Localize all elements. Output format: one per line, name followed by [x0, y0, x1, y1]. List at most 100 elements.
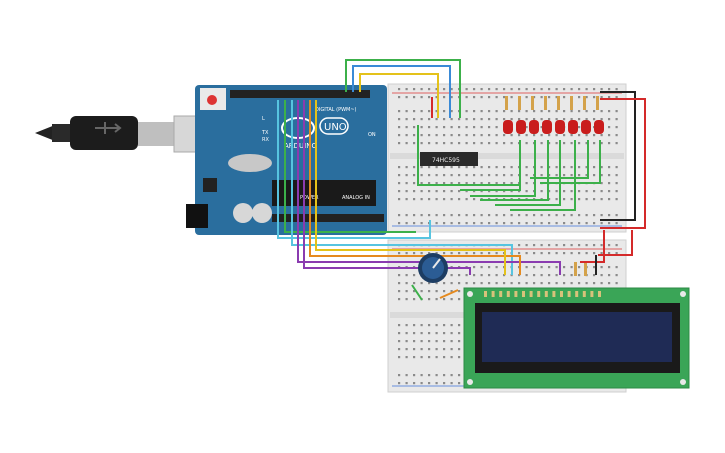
lcd-pin[interactable]: [552, 291, 556, 297]
breadboard-hole[interactable]: [525, 190, 528, 193]
breadboard-hole[interactable]: [428, 348, 431, 351]
breadboard-hole[interactable]: [405, 110, 408, 113]
breadboard-hole[interactable]: [608, 214, 611, 217]
breadboard-hole[interactable]: [555, 282, 558, 285]
breadboard-hole[interactable]: [593, 190, 596, 193]
breadboard-hole[interactable]: [450, 382, 453, 385]
potentiometer[interactable]: [418, 253, 448, 283]
breadboard-hole[interactable]: [495, 126, 498, 129]
breadboard-hole[interactable]: [548, 190, 551, 193]
breadboard-hole[interactable]: [503, 134, 506, 137]
breadboard-hole[interactable]: [405, 332, 408, 335]
breadboard-hole[interactable]: [465, 282, 468, 285]
breadboard-hole[interactable]: [488, 274, 491, 277]
breadboard-hole[interactable]: [458, 332, 461, 335]
breadboard-hole[interactable]: [570, 282, 573, 285]
breadboard-hole[interactable]: [450, 274, 453, 277]
breadboard-hole[interactable]: [600, 88, 603, 91]
breadboard-hole[interactable]: [465, 134, 468, 137]
breadboard-hole[interactable]: [570, 110, 573, 113]
breadboard-hole[interactable]: [608, 96, 611, 99]
breadboard-hole[interactable]: [488, 252, 491, 255]
breadboard-hole[interactable]: [510, 134, 513, 137]
breadboard-hole[interactable]: [548, 110, 551, 113]
breadboard-hole[interactable]: [480, 110, 483, 113]
led[interactable]: [542, 120, 552, 134]
breadboard-hole[interactable]: [473, 274, 476, 277]
breadboard-hole[interactable]: [608, 88, 611, 91]
breadboard-hole[interactable]: [548, 88, 551, 91]
breadboard-hole[interactable]: [435, 214, 438, 217]
breadboard-hole[interactable]: [518, 214, 521, 217]
breadboard-hole[interactable]: [398, 348, 401, 351]
breadboard-hole[interactable]: [488, 96, 491, 99]
breadboard-hole[interactable]: [398, 96, 401, 99]
breadboard-hole[interactable]: [585, 214, 588, 217]
breadboard-hole[interactable]: [555, 266, 558, 269]
breadboard-hole[interactable]: [443, 298, 446, 301]
breadboard-hole[interactable]: [443, 214, 446, 217]
breadboard-hole[interactable]: [443, 126, 446, 129]
breadboard-hole[interactable]: [473, 110, 476, 113]
breadboard-hole[interactable]: [465, 252, 468, 255]
breadboard-hole[interactable]: [563, 252, 566, 255]
breadboard-hole[interactable]: [473, 266, 476, 269]
breadboard-hole[interactable]: [615, 142, 618, 145]
breadboard-hole[interactable]: [420, 88, 423, 91]
breadboard-hole[interactable]: [503, 174, 506, 177]
breadboard-hole[interactable]: [608, 126, 611, 129]
breadboard-hole[interactable]: [450, 96, 453, 99]
breadboard-hole[interactable]: [480, 182, 483, 185]
breadboard-hole[interactable]: [435, 332, 438, 335]
breadboard-hole[interactable]: [593, 96, 596, 99]
breadboard-hole[interactable]: [413, 274, 416, 277]
breadboard-hole[interactable]: [578, 142, 581, 145]
breadboard-hole[interactable]: [563, 118, 566, 121]
lcd-pin[interactable]: [514, 291, 518, 297]
breadboard-hole[interactable]: [473, 134, 476, 137]
breadboard-hole[interactable]: [510, 174, 513, 177]
breadboard-hole[interactable]: [443, 290, 446, 293]
lcd-pin[interactable]: [590, 291, 594, 297]
breadboard-hole[interactable]: [413, 110, 416, 113]
lcd-pin[interactable]: [499, 291, 503, 297]
breadboard-hole[interactable]: [480, 174, 483, 177]
breadboard-hole[interactable]: [420, 348, 423, 351]
breadboard-hole[interactable]: [585, 252, 588, 255]
breadboard-hole[interactable]: [413, 182, 416, 185]
breadboard-hole[interactable]: [540, 190, 543, 193]
breadboard-hole[interactable]: [615, 96, 618, 99]
breadboard-hole[interactable]: [428, 340, 431, 343]
breadboard-hole[interactable]: [540, 274, 543, 277]
breadboard-hole[interactable]: [578, 174, 581, 177]
breadboard-hole[interactable]: [555, 244, 558, 247]
shift-register-ic[interactable]: 74HC595: [420, 152, 478, 166]
breadboard-hole[interactable]: [533, 118, 536, 121]
breadboard-hole[interactable]: [503, 282, 506, 285]
breadboard-hole[interactable]: [465, 118, 468, 121]
breadboard-hole[interactable]: [428, 88, 431, 91]
breadboard-hole[interactable]: [480, 222, 483, 225]
breadboard-hole[interactable]: [555, 222, 558, 225]
breadboard-hole[interactable]: [563, 282, 566, 285]
breadboard-hole[interactable]: [600, 134, 603, 137]
breadboard-hole[interactable]: [488, 214, 491, 217]
breadboard-hole[interactable]: [413, 96, 416, 99]
breadboard-hole[interactable]: [405, 182, 408, 185]
breadboard-hole[interactable]: [510, 166, 513, 169]
breadboard-hole[interactable]: [570, 198, 573, 201]
breadboard-hole[interactable]: [458, 374, 461, 377]
breadboard-hole[interactable]: [495, 182, 498, 185]
breadboard-hole[interactable]: [533, 244, 536, 247]
breadboard-hole[interactable]: [608, 266, 611, 269]
breadboard-hole[interactable]: [458, 324, 461, 327]
breadboard-hole[interactable]: [405, 374, 408, 377]
breadboard-hole[interactable]: [450, 356, 453, 359]
breadboard-hole[interactable]: [548, 134, 551, 137]
breadboard-hole[interactable]: [525, 96, 528, 99]
breadboard-hole[interactable]: [465, 88, 468, 91]
breadboard-hole[interactable]: [533, 110, 536, 113]
breadboard-hole[interactable]: [488, 282, 491, 285]
breadboard-hole[interactable]: [548, 252, 551, 255]
breadboard-hole[interactable]: [540, 166, 543, 169]
